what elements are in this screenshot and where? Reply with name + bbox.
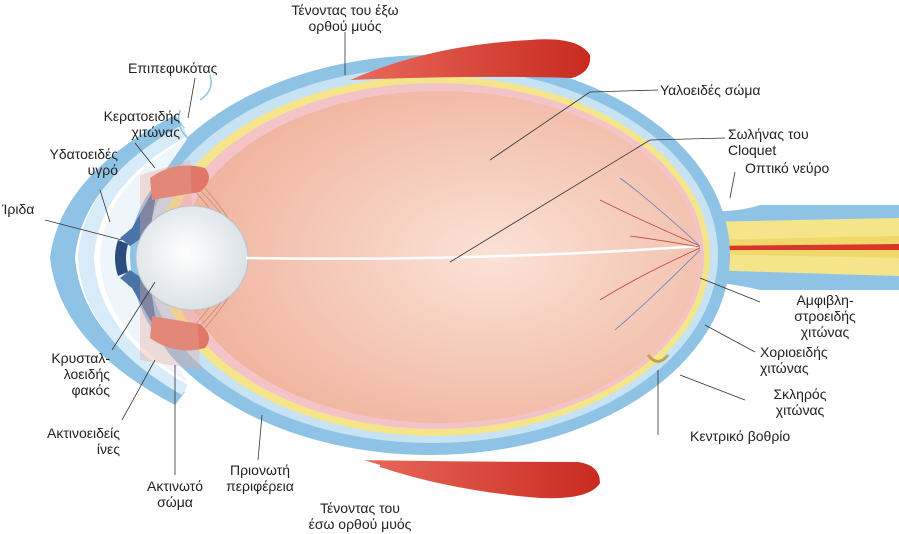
- label-fovea: Κεντρικό βοθρίο: [690, 428, 790, 444]
- label-lens: Κρυσταλ- λοειδής φακός: [10, 350, 110, 398]
- label-aqueous-humor: Υδατοειδές υγρό: [0, 146, 118, 178]
- medial-rectus-muscle: [360, 460, 600, 498]
- label-choroid: Χοριοειδής χιτώνας: [760, 344, 828, 376]
- label-retina: Αμφιβλη- στροειδής χιτώνας: [770, 292, 880, 340]
- label-cornea: Κερατοειδής χιτώνας: [40, 108, 180, 140]
- label-ora-serrata: Πριονωτή περιφέρεια: [205, 462, 315, 494]
- lens-shape: [136, 206, 248, 310]
- conjunctiva-line: [200, 75, 211, 100]
- label-sclera: Σκληρός χιτώνας: [745, 386, 855, 418]
- label-conjunctiva: Επιπεφυκότας: [128, 60, 217, 76]
- label-cloquet-canal: Σωλήνας του Cloquet: [728, 126, 809, 158]
- label-tendon-medial-rectus: Τένοντας του έσω ορθού μυός: [280, 500, 440, 532]
- label-optic-nerve: Οπτικό νεύρο: [745, 160, 829, 176]
- label-tendon-lateral-rectus: Τένοντας του έξω ορθού μυός: [250, 2, 440, 34]
- label-vitreous-body: Υαλοειδές σώμα: [660, 82, 761, 98]
- label-iris: Ίριδα: [2, 201, 34, 217]
- optic-nerve-shape: [700, 205, 899, 290]
- label-zonular-fibers: Ακτινοειδείς ίνες: [10, 425, 120, 457]
